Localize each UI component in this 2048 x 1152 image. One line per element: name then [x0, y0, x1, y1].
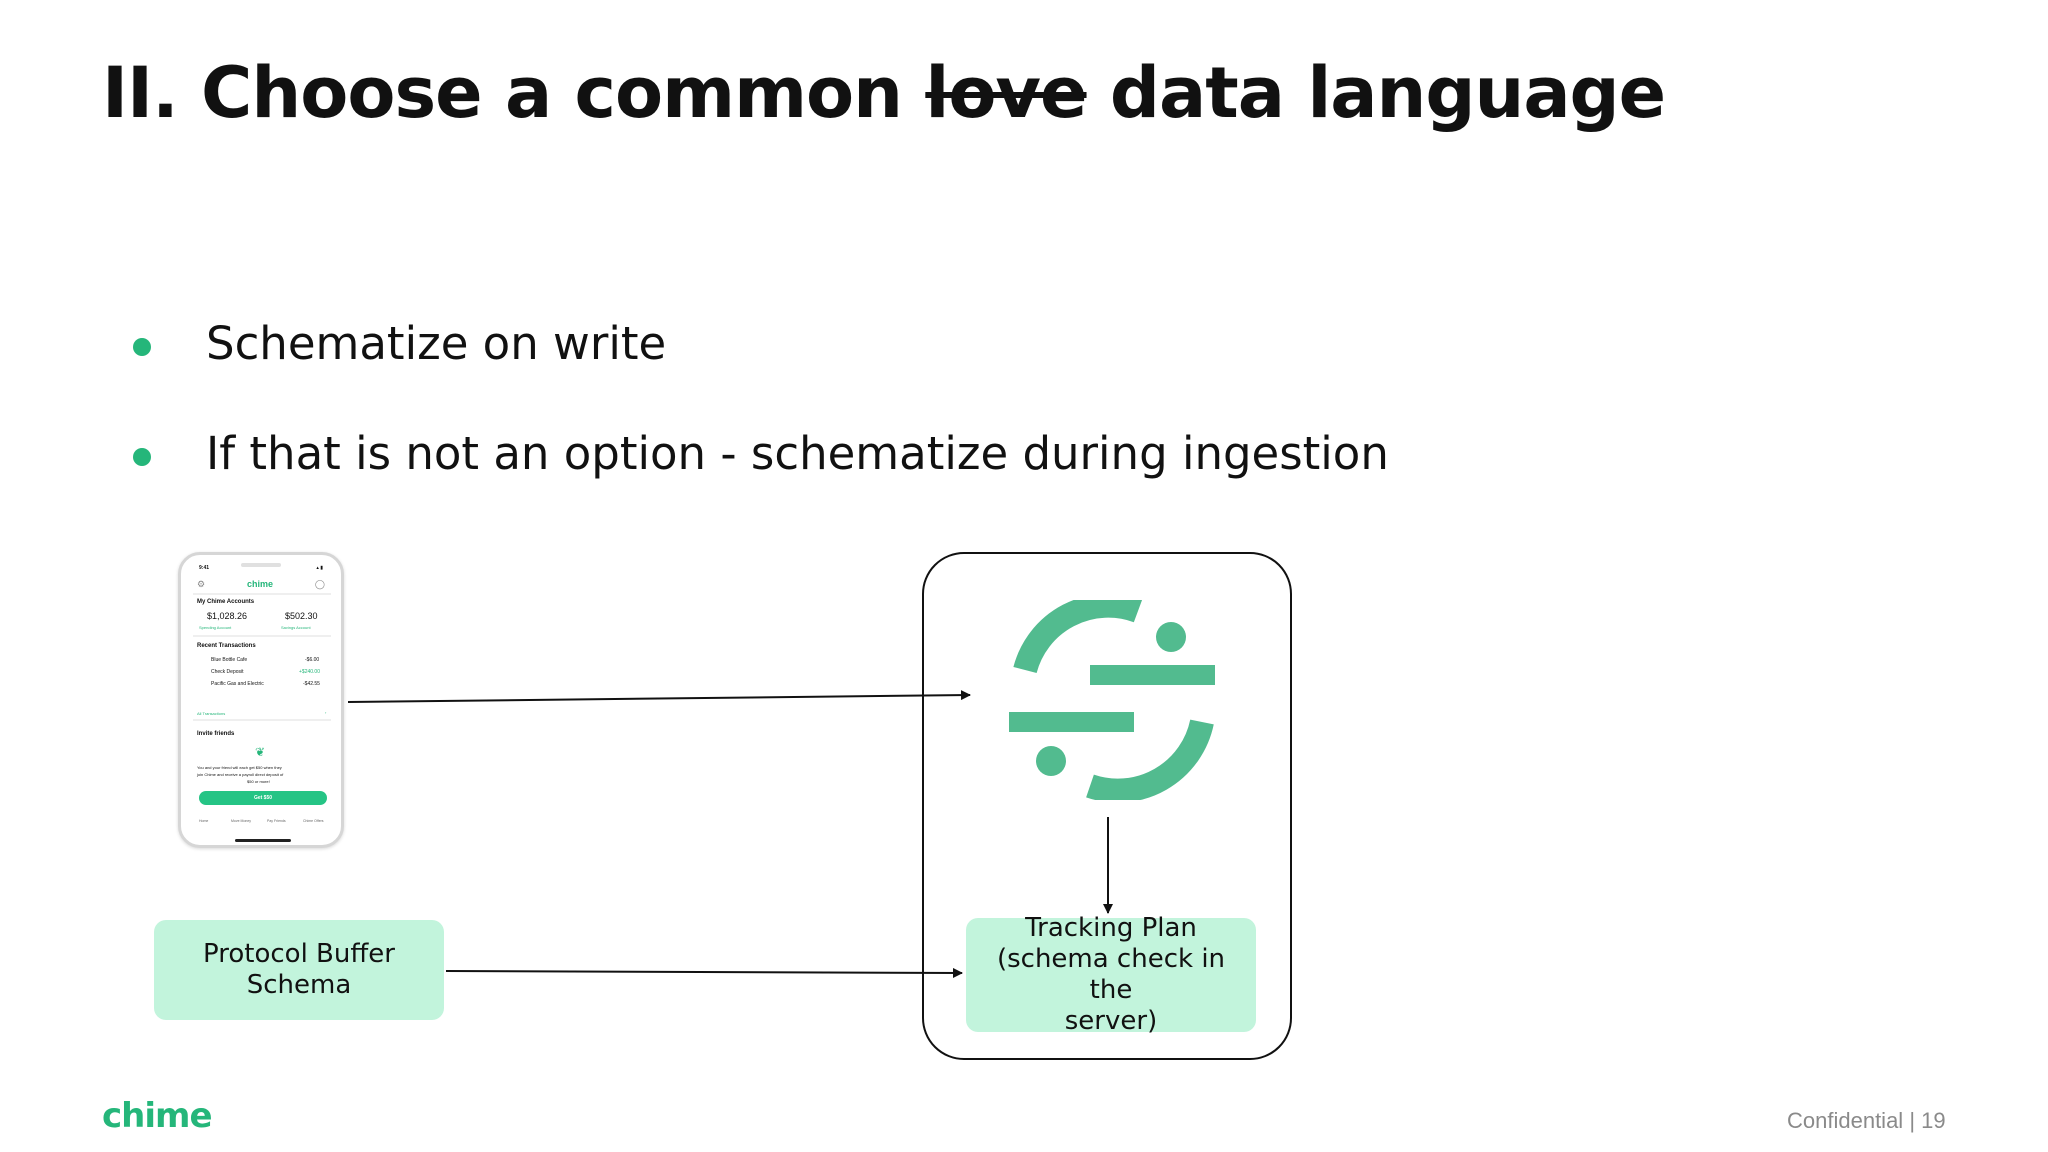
- signal-battery-icon: ▴ ▮: [316, 565, 323, 571]
- bullet-text: If that is not an option - schematize du…: [206, 427, 1389, 480]
- tracking-line-1: Tracking Plan: [1025, 913, 1197, 943]
- proto-line-1: Protocol Buffer: [203, 939, 395, 969]
- invite-title: Invite friends: [197, 731, 235, 737]
- all-transactions-link[interactable]: All Transactions: [197, 711, 226, 716]
- invite-body: $50 or more!: [247, 779, 270, 784]
- accounts-title: My Chime Accounts: [197, 599, 255, 605]
- transaction-name: Pacific Gas and Electric: [211, 681, 264, 687]
- tracking-line-2: (schema check in the: [996, 944, 1226, 1005]
- transaction-name: Blue Bottle Cafe: [211, 657, 248, 663]
- invite-body: You and your friend will each get $50 wh…: [197, 765, 282, 770]
- tracking-line-3: server): [1064, 1006, 1158, 1036]
- title-strikethrough-word: love: [925, 52, 1087, 134]
- phone-notch: [241, 563, 281, 567]
- transaction-amount: -$6.00: [305, 657, 320, 663]
- nav-home[interactable]: Home: [199, 819, 209, 823]
- title-part-1: II. Choose a common: [102, 52, 926, 134]
- nav-chime-offers[interactable]: Chime Offers: [303, 819, 324, 823]
- chevron-right-icon: ›: [325, 710, 327, 715]
- proto-line-2: Schema: [246, 970, 352, 1000]
- savings-label: Savings Account: [281, 625, 311, 630]
- transaction-amount: +$240.00: [299, 669, 320, 675]
- get-50-button[interactable]: Get $50: [199, 791, 327, 805]
- protocol-buffer-box: Protocol Buffer Schema: [154, 920, 444, 1020]
- chat-icon: ◯: [314, 579, 325, 589]
- bullet-dot-icon: [133, 448, 151, 466]
- page-number: 19: [1921, 1108, 1946, 1133]
- bullet-text: Schematize on write: [206, 317, 667, 370]
- nav-move-money[interactable]: Move Money: [231, 819, 252, 823]
- chime-logo: chime: [102, 1096, 213, 1136]
- bullet-dot-icon: [133, 338, 151, 356]
- invite-body: join Chime and receive a payroll direct …: [197, 772, 284, 777]
- confidential-label: Confidential: [1787, 1108, 1904, 1133]
- phone-time: 9:41: [199, 565, 210, 571]
- transaction-amount: -$42.55: [303, 681, 320, 687]
- phone-mockup: 9:41 ▴ ▮ ⚙ chime ◯ My Chime Accounts $1,…: [178, 552, 344, 848]
- home-indicator: [235, 839, 291, 842]
- divider: [193, 719, 331, 721]
- savings-amount: $502.30: [285, 611, 318, 621]
- divider: [193, 635, 331, 637]
- tracking-plan-box: Tracking Plan (schema check in the serve…: [966, 913, 1256, 1036]
- footer-separator: |: [1909, 1108, 1916, 1133]
- nav-pay-friends[interactable]: Pay Friends: [267, 819, 286, 823]
- arrow-proto-to-tracking: [445, 967, 963, 978]
- server-container: [922, 552, 1292, 1060]
- phone-brand: chime: [247, 579, 274, 589]
- spending-amount: $1,028.26: [207, 611, 248, 621]
- gift-icon: ❦: [255, 745, 266, 759]
- arrow-phone-to-logo: [347, 690, 971, 703]
- transaction-name: Check Deposit: [211, 669, 244, 675]
- divider: [193, 593, 331, 595]
- title-part-2: data language: [1086, 52, 1666, 134]
- spending-label: Spending Account: [199, 625, 232, 630]
- recent-title: Recent Transactions: [197, 643, 256, 649]
- footer-confidential: Confidential | 19: [1787, 1108, 1946, 1134]
- slide-title: II. Choose a common love data language: [102, 52, 1666, 134]
- gear-icon: ⚙: [197, 579, 206, 589]
- segment-logo-icon: [1009, 600, 1215, 800]
